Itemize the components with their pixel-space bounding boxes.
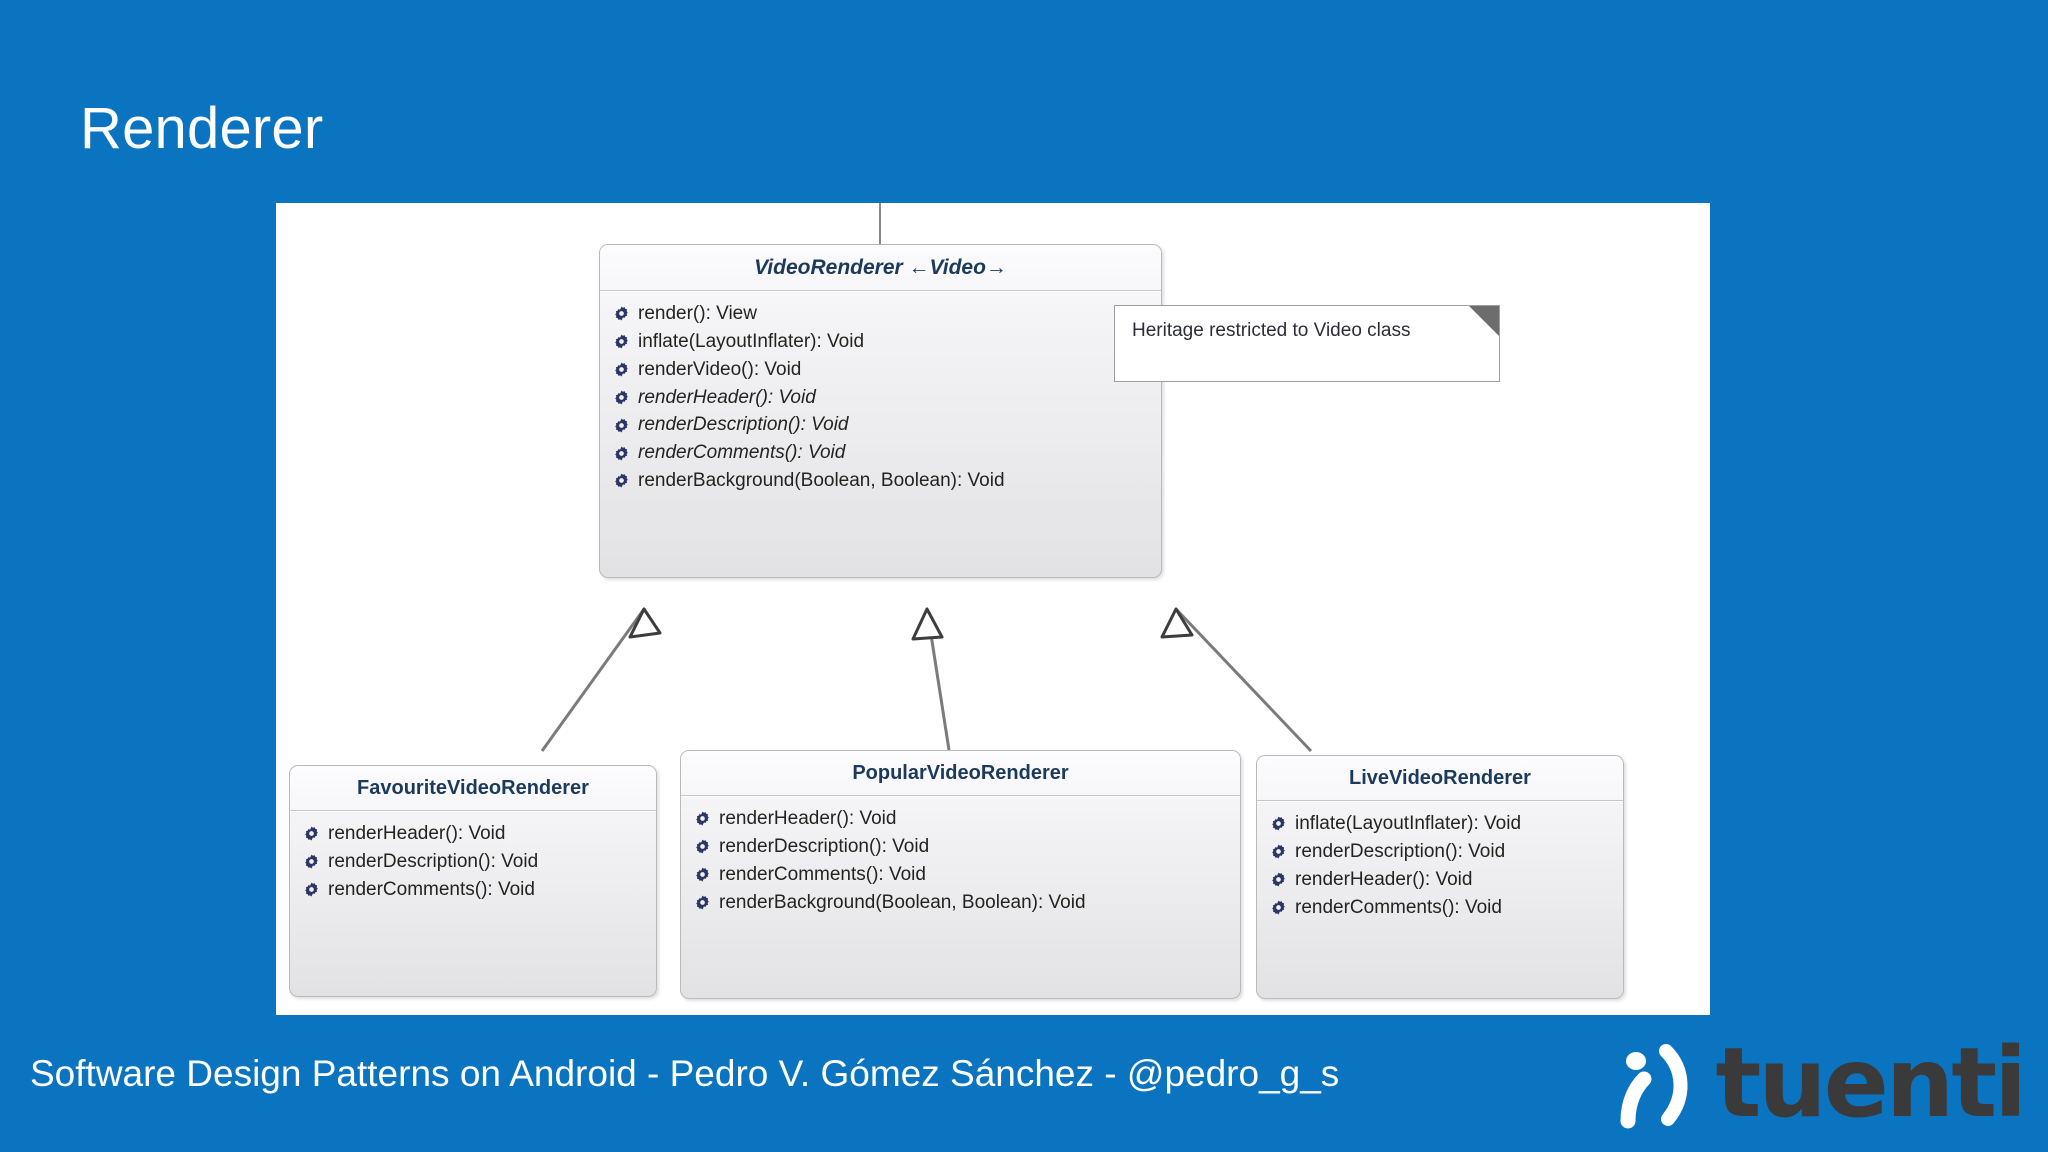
gear-icon (695, 839, 710, 854)
gear-icon (614, 362, 629, 377)
smiley-icon (1620, 1044, 1688, 1129)
class-divider (600, 290, 1161, 292)
method-label: renderDescription(): Void (1295, 840, 1506, 862)
gear-icon (304, 854, 319, 869)
method-label: renderComments(): Void (638, 442, 846, 464)
method-row[interactable]: inflate(LayoutInflater): Void (1257, 810, 1623, 838)
gear-icon (1271, 844, 1286, 859)
gear-icon (614, 446, 629, 461)
generalization-line-favourite (540, 608, 646, 752)
diagram-canvas: VideoRenderer ←Video→ render(): View inf… (276, 203, 1710, 1015)
method-label: renderComments(): Void (328, 878, 535, 900)
note-text: Heritage restricted to Video class (1132, 320, 1411, 341)
class-divider (681, 795, 1240, 797)
method-row[interactable]: renderVideo(): Void (600, 356, 1161, 384)
generalization-line-popular (925, 608, 951, 751)
method-label: renderVideo(): Void (638, 358, 802, 380)
gear-icon (1271, 872, 1286, 887)
method-row[interactable]: renderDescription(): Void (1257, 838, 1623, 866)
class-box-popularvideorenderer[interactable]: PopularVideoRenderer renderHeader(): Voi… (680, 750, 1241, 999)
method-list-livevideorenderer: inflate(LayoutInflater): Void renderDesc… (1257, 802, 1623, 931)
gear-icon (695, 895, 710, 910)
method-row[interactable]: renderBackground(Boolean, Boolean): Void (600, 467, 1161, 495)
method-row[interactable]: renderBackground(Boolean, Boolean): Void (681, 889, 1240, 917)
method-label: renderBackground(Boolean, Boolean): Void (719, 891, 1086, 913)
class-box-videorenderer[interactable]: VideoRenderer ←Video→ render(): View inf… (599, 244, 1162, 578)
method-list-popularvideorenderer: renderHeader(): Void renderDescription()… (681, 797, 1240, 926)
generalization-arrow-live (1160, 607, 1194, 639)
gear-icon (695, 867, 710, 882)
class-box-favouritevideorenderer[interactable]: FavouriteVideoRenderer renderHeader(): V… (289, 765, 657, 997)
method-label: renderHeader(): Void (1295, 868, 1473, 890)
gear-icon (1271, 900, 1286, 915)
gear-icon (614, 390, 629, 405)
method-row[interactable]: renderDescription(): Void (290, 848, 656, 876)
footer-credit: Software Design Patterns on Android - Pe… (30, 1053, 1340, 1094)
method-label: renderComments(): Void (1295, 896, 1502, 918)
gear-icon (614, 306, 629, 321)
gear-icon (614, 473, 629, 488)
generalization-arrow-popular (911, 607, 944, 641)
generalization-line-live (1174, 607, 1313, 753)
tuenti-wordmark: tuenti (1715, 1027, 2027, 1139)
note-fold-corner-icon (1469, 306, 1499, 336)
note-box[interactable]: Heritage restricted to Video class (1114, 305, 1500, 382)
method-label: renderComments(): Void (719, 863, 926, 885)
method-label: renderHeader(): Void (719, 808, 897, 829)
class-title-popularvideorenderer: PopularVideoRenderer (681, 751, 1240, 795)
gear-icon (304, 826, 319, 841)
method-label: render(): View (638, 303, 757, 324)
method-label: renderHeader(): Void (638, 386, 816, 408)
class-title-livevideorenderer: LiveVideoRenderer (1257, 756, 1623, 800)
method-row[interactable]: renderHeader(): Void (290, 820, 656, 848)
generalization-arrow-favourite (628, 607, 662, 639)
method-row[interactable]: renderComments(): Void (1257, 894, 1623, 922)
method-row[interactable]: renderComments(): Void (290, 876, 656, 904)
method-list-favouritevideorenderer: renderHeader(): Void renderDescription()… (290, 812, 656, 914)
method-row-abstract[interactable]: renderComments(): Void (600, 439, 1161, 467)
class-title-favouritevideorenderer: FavouriteVideoRenderer (290, 766, 656, 810)
gear-icon (614, 418, 629, 433)
gear-icon (695, 811, 710, 826)
method-list-videorenderer: render(): View inflate(LayoutInflater): … (600, 292, 1161, 505)
class-box-livevideorenderer[interactable]: LiveVideoRenderer inflate(LayoutInflater… (1256, 755, 1624, 999)
gear-icon (1271, 816, 1286, 831)
method-row[interactable]: renderDescription(): Void (681, 833, 1240, 861)
method-label: renderDescription(): Void (328, 850, 539, 872)
method-label: renderHeader(): Void (328, 823, 506, 844)
class-title-videorenderer: VideoRenderer ←Video→ (600, 245, 1161, 290)
method-label: renderDescription(): Void (638, 414, 849, 436)
class-divider (290, 810, 656, 812)
method-row[interactable]: renderHeader(): Void (1257, 866, 1623, 894)
tuenti-logo: tuenti (1610, 1027, 2027, 1139)
method-label: inflate(LayoutInflater): Void (1295, 813, 1522, 834)
method-row[interactable]: renderHeader(): Void (681, 805, 1240, 833)
method-label: renderDescription(): Void (719, 835, 930, 857)
gear-icon (614, 334, 629, 349)
method-row[interactable]: inflate(LayoutInflater): Void (600, 328, 1161, 356)
gear-icon (304, 882, 319, 897)
page-title: Renderer (80, 96, 324, 161)
method-label: renderBackground(Boolean, Boolean): Void (638, 470, 1005, 492)
class-divider (1257, 800, 1623, 802)
method-row[interactable]: render(): View (600, 300, 1161, 328)
method-row-abstract[interactable]: renderDescription(): Void (600, 411, 1161, 439)
footer-bar: Software Design Patterns on Android - Pe… (0, 1015, 2048, 1152)
method-label: inflate(LayoutInflater): Void (638, 330, 865, 352)
method-row-abstract[interactable]: renderHeader(): Void (600, 384, 1161, 412)
method-row[interactable]: renderComments(): Void (681, 861, 1240, 889)
